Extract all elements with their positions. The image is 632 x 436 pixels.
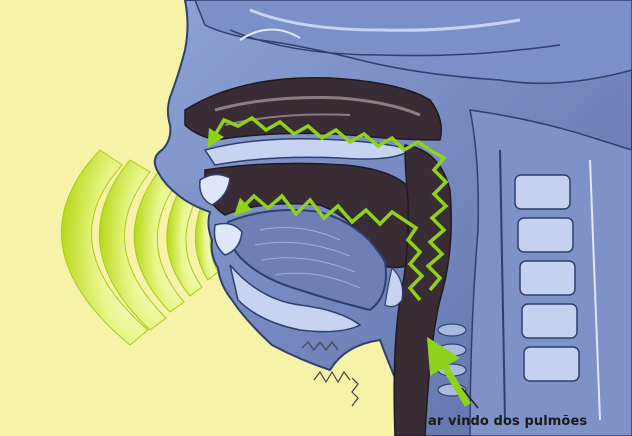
cervical-spine xyxy=(470,110,632,436)
air-from-lungs-label: ar vindo dos pulmões xyxy=(428,414,587,429)
